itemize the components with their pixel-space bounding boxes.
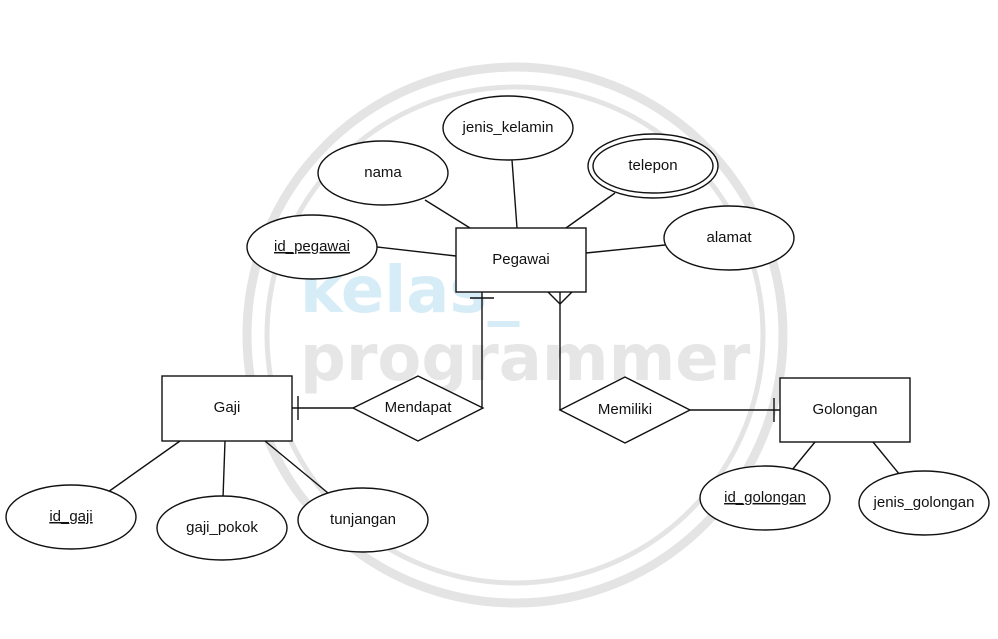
- attribute-tunjangan-label: tunjangan: [330, 511, 396, 528]
- attribute-jenis-golongan: jenis_golongan: [858, 470, 990, 536]
- attribute-tunjangan: tunjangan: [297, 487, 429, 553]
- attribute-nama-label: nama: [364, 164, 402, 181]
- connector-id-pegawai-pegawai: [376, 246, 457, 257]
- attribute-jenis-kelamin: jenis_kelamin: [442, 95, 574, 161]
- attribute-nama: nama: [317, 140, 449, 206]
- attribute-jenis-golongan-label: jenis_golongan: [873, 494, 975, 511]
- connector-gaji-tunjangan: [264, 440, 329, 494]
- crowfoot-right: [559, 291, 573, 305]
- attribute-id-gaji-ellipse: [5, 484, 137, 550]
- connector-gaji-id-gaji: [107, 440, 181, 493]
- entity-gaji-label: Gaji: [214, 399, 241, 416]
- attribute-id-gaji-label: id_gaji: [49, 508, 92, 525]
- attribute-id-pegawai-label: id_pegawai: [274, 238, 350, 255]
- attribute-alamat-label: alamat: [706, 229, 752, 246]
- watermark-text-line2: programmer: [300, 322, 751, 396]
- crowfoot-left: [547, 291, 561, 305]
- attribute-tunjangan-ellipse: [297, 487, 429, 553]
- attribute-id-golongan-ellipse: [699, 465, 831, 531]
- relationship-mendapat-diamond: [351, 375, 485, 442]
- watermark-outer-ring: [242, 62, 788, 608]
- relationship-memiliki: Memiliki: [558, 376, 692, 444]
- attribute-jenis-kelamin-label: jenis_kelamin: [462, 119, 554, 136]
- connectors: [107, 159, 901, 499]
- relationship-memiliki-label: Memiliki: [598, 401, 652, 418]
- entity-pegawai-label: Pegawai: [492, 251, 550, 268]
- attribute-telepon-label: telepon: [628, 157, 677, 174]
- relationship-memiliki-diamond: [558, 376, 692, 444]
- connector-golongan-id-golongan: [791, 441, 816, 471]
- attribute-id-pegawai: id_pegawai: [246, 214, 378, 280]
- connector-jenis-kelamin-pegawai: [511, 159, 518, 229]
- connector-nama-pegawai: [424, 199, 471, 229]
- attribute-gaji-pokok-label: gaji_pokok: [186, 519, 258, 536]
- connector-telepon-pegawai: [565, 192, 616, 229]
- entity-pegawai-box: [455, 227, 587, 293]
- entity-golongan: Golongan: [779, 377, 911, 443]
- relationship-mendapat-label: Mendapat: [385, 399, 453, 416]
- attribute-gaji-pokok-ellipse: [156, 495, 288, 561]
- entity-golongan-label: Golongan: [812, 401, 877, 418]
- attribute-id-golongan-label: id_golongan: [724, 489, 806, 506]
- connector-gaji-gaji-pokok: [222, 440, 226, 499]
- attribute-alamat: alamat: [663, 205, 795, 271]
- attribute-id-golongan: id_golongan: [699, 465, 831, 531]
- entity-gaji-box: [161, 375, 293, 442]
- attribute-gaji-pokok: gaji_pokok: [156, 495, 288, 561]
- attribute-telepon: telepon: [587, 133, 719, 199]
- connector-golongan-jenis-golongan: [872, 441, 901, 476]
- attribute-jenis-golongan-ellipse: [858, 470, 990, 536]
- attribute-nama-ellipse: [317, 140, 449, 206]
- relationship-mendapat: Mendapat: [351, 375, 485, 442]
- attribute-id-gaji: id_gaji: [5, 484, 137, 550]
- attribute-jenis-kelamin-ellipse: [442, 95, 574, 161]
- entity-golongan-box: [779, 377, 911, 443]
- attribute-id-pegawai-ellipse: [246, 214, 378, 280]
- attribute-alamat-ellipse: [663, 205, 795, 271]
- entity-gaji: Gaji: [161, 375, 293, 442]
- watermark-inner-ring: [264, 84, 766, 586]
- attribute-telepon-inner-ellipse: [592, 138, 714, 194]
- entity-pegawai: Pegawai: [455, 227, 587, 293]
- connector-alamat-pegawai: [585, 244, 666, 254]
